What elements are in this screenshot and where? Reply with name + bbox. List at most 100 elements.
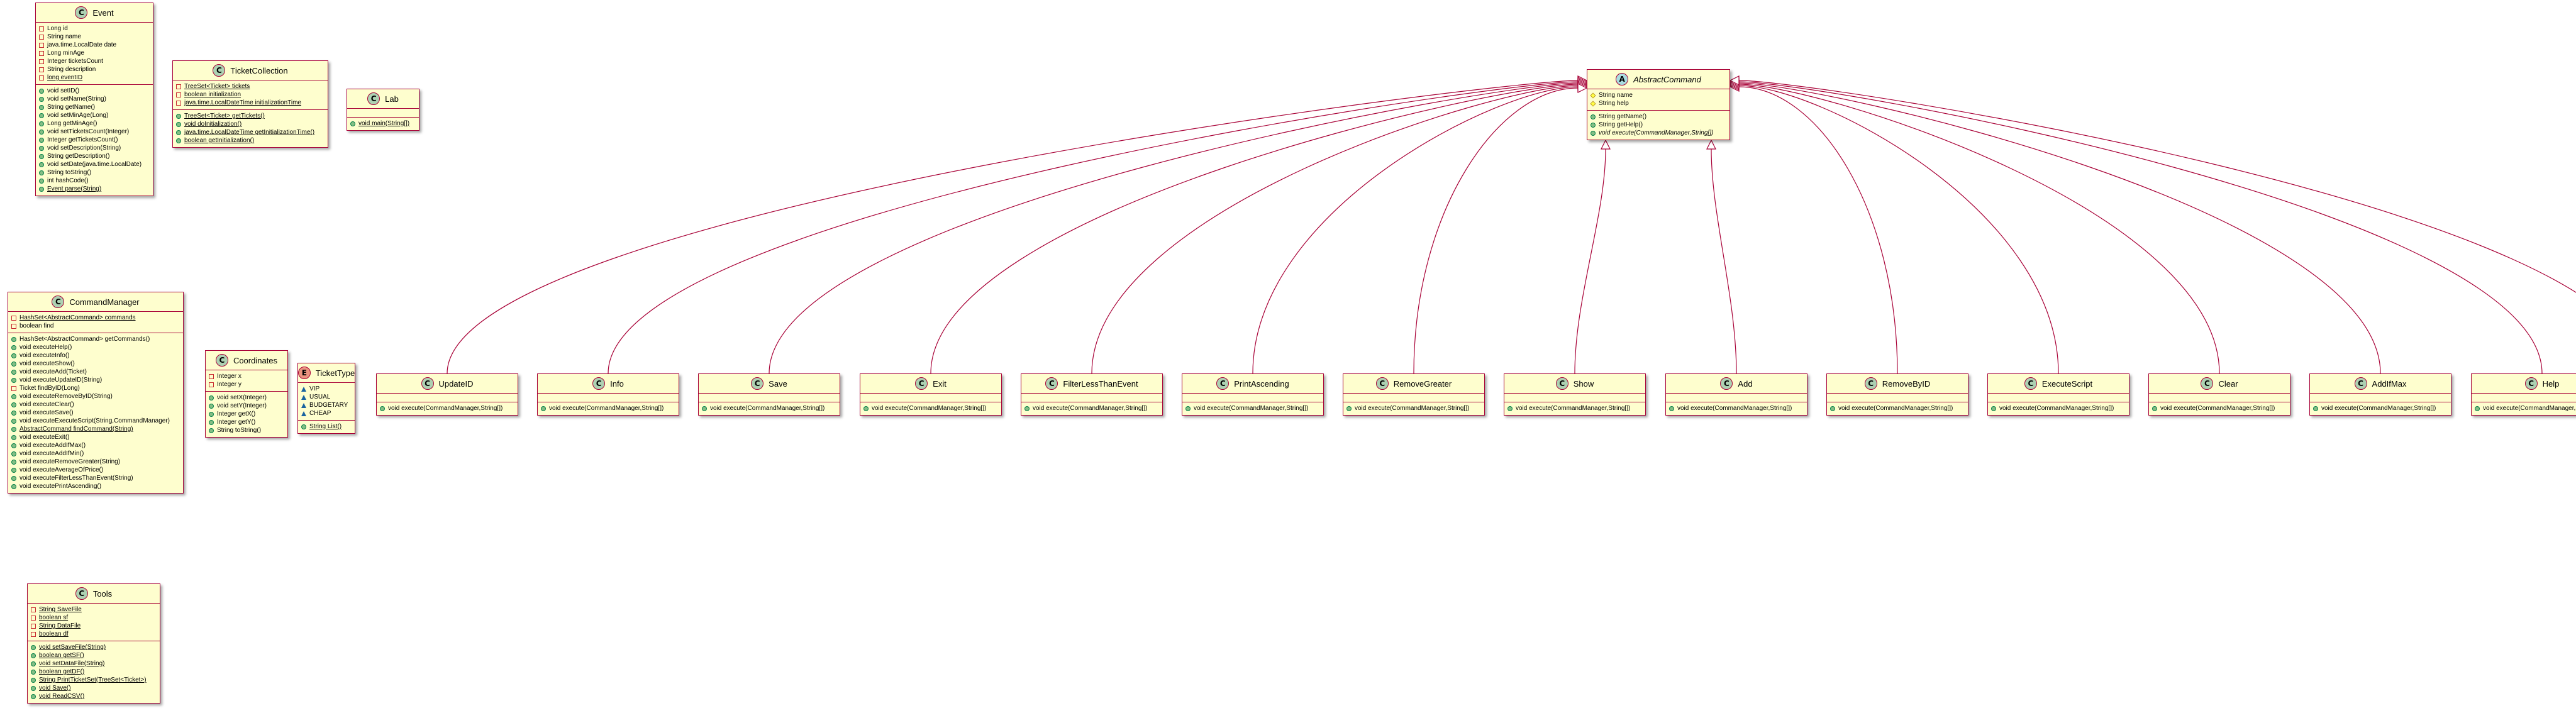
method: void setDate(java.time.LocalDate) — [39, 160, 150, 168]
public-visibility-icon — [31, 693, 36, 699]
method-text: void doInitialization() — [184, 121, 242, 128]
public-visibility-icon — [1185, 406, 1191, 411]
method-text: void setX(Integer) — [217, 394, 267, 401]
field-text: Integer x — [217, 373, 242, 380]
methods-section: void setSaveFile(String)boolean getSF()v… — [28, 641, 160, 703]
public-visibility-icon — [1830, 406, 1835, 411]
method-text: java.time.LocalDateTime getInitializatio… — [184, 129, 315, 136]
method: void setX(Integer) — [209, 394, 284, 402]
method: void doInitialization() — [176, 120, 325, 128]
method-text: void executeExecuteScript(String,Command… — [19, 417, 170, 424]
field-text: String name — [1599, 92, 1633, 99]
method: AbstractCommand findCommand(String) — [11, 425, 180, 433]
methods-section: TreeSet<Ticket> getTickets()void doIniti… — [173, 110, 328, 147]
method: void setID() — [39, 87, 150, 95]
method: void execute(CommandManager,String[]) — [1024, 404, 1159, 412]
method-text: void ReadCSV() — [39, 693, 85, 700]
method-text: String getHelp() — [1599, 121, 1643, 128]
method-text: void main(String[]) — [358, 120, 410, 127]
class-type-icon: C — [1375, 377, 1389, 390]
package-visibility-icon — [301, 402, 306, 408]
method-text: void execute(CommandManager,String[]) — [2160, 405, 2275, 412]
public-visibility-icon — [39, 145, 44, 151]
method: String getDescription() — [39, 152, 150, 160]
method-text: void setDescription(String) — [47, 145, 121, 152]
fields-section — [2310, 394, 2451, 402]
abstract-type-icon: A — [1616, 73, 1629, 86]
field-text: boolean sf — [39, 614, 69, 621]
private-visibility-icon — [39, 75, 44, 80]
methods-section: void setID()void setName(String)String g… — [36, 85, 153, 196]
class-type-icon: C — [915, 377, 928, 390]
methods-section: void main(String[]) — [347, 118, 419, 130]
class-name: UpdateID — [438, 378, 474, 389]
public-visibility-icon — [209, 403, 214, 409]
method: void execute(CommandManager,String[]) — [1991, 404, 2126, 412]
inheritance-line — [1738, 80, 2576, 293]
method-text: String PrintTicketSet(TreeSet<Ticket>) — [39, 677, 147, 683]
method: void execute(CommandManager,String[]) — [1346, 404, 1481, 412]
method: void executeFilterLessThanEvent(String) — [11, 474, 180, 482]
method-text: void executeAddIfMin() — [19, 450, 84, 457]
field: USUAL — [301, 393, 352, 401]
methods-section: String getName()String getHelp()void exe… — [1587, 111, 1729, 140]
public-visibility-icon — [11, 369, 16, 375]
method-text: Integer getY() — [217, 419, 256, 426]
private-visibility-icon — [176, 92, 181, 97]
method-text: void setSaveFile(String) — [39, 644, 106, 651]
method: void executeExit() — [11, 433, 180, 441]
method: void execute(CommandManager,String[]) — [2475, 404, 2576, 412]
inheritance-line — [930, 84, 1579, 374]
fields-section — [2149, 394, 2290, 402]
method: Integer getX() — [209, 410, 284, 418]
method: void execute(CommandManager,String[]) — [863, 404, 998, 412]
methods-section: void execute(CommandManager,String[]) — [1182, 402, 1323, 415]
method: void setMinAge(Long) — [39, 111, 150, 119]
methods-section: void setX(Integer)void setY(Integer)Inte… — [206, 392, 287, 437]
public-visibility-icon — [39, 170, 44, 175]
method: void executeExecuteScript(String,Command… — [11, 417, 180, 425]
class-name: PrintAscending — [1234, 378, 1289, 389]
field-text: TreeSet<Ticket> tickets — [184, 83, 250, 90]
public-visibility-icon — [11, 434, 16, 440]
method-text: void executeAverageOfPrice() — [19, 467, 104, 473]
private-visibility-icon — [209, 382, 214, 387]
field-text: String help — [1599, 100, 1629, 107]
method-text: Long getMinAge() — [47, 120, 97, 127]
public-visibility-icon — [11, 483, 16, 489]
public-visibility-icon — [39, 96, 44, 102]
method-text: void executeClear() — [19, 401, 74, 408]
public-visibility-icon — [39, 186, 44, 192]
public-visibility-icon — [541, 406, 546, 411]
public-visibility-icon — [39, 113, 44, 118]
method: void executeHelp() — [11, 343, 180, 351]
private-visibility-icon — [39, 58, 44, 64]
